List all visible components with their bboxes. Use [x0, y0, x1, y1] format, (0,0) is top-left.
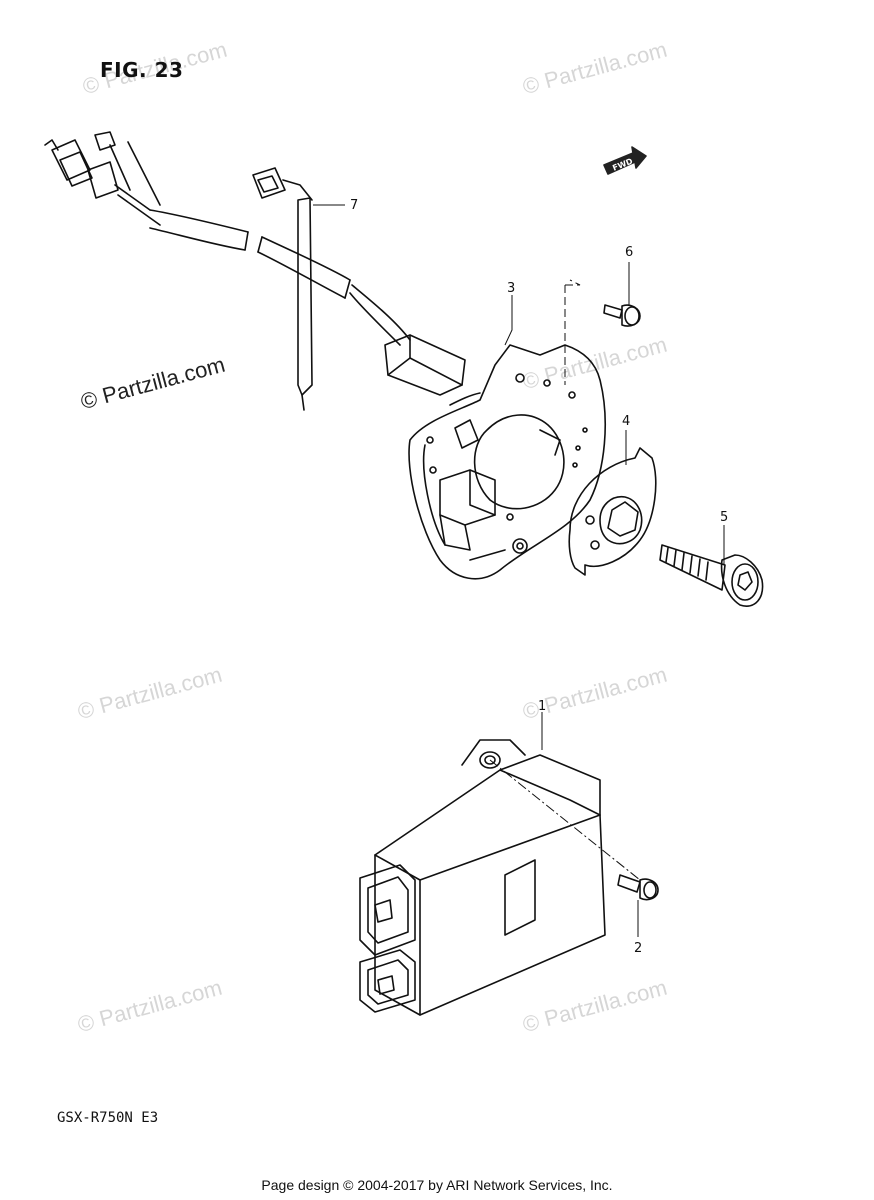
- wire-sleeve: [149, 209, 411, 346]
- harness-connector: [44, 131, 161, 226]
- part-5-bolt: [659, 544, 764, 607]
- callout-7: 7: [350, 198, 358, 213]
- fwd-arrow-icon: FWD: [603, 146, 647, 175]
- callout-2: 2: [634, 941, 642, 956]
- fwd-label: FWD: [611, 156, 634, 172]
- part-6-screw: [603, 304, 641, 327]
- footer-copyright: Page design © 2004-2017 by ARI Network S…: [261, 1177, 613, 1193]
- figure-title: FIG. 23: [100, 58, 184, 82]
- callout-6: 6: [625, 245, 633, 260]
- callout-1: 1: [538, 699, 546, 714]
- callout-5: 5: [720, 510, 728, 525]
- part-1-igniter-unit: [359, 739, 606, 1016]
- callout-4: 4: [622, 414, 630, 429]
- part-3-signal-generator: [384, 334, 606, 580]
- leader-lines: [313, 204, 725, 937]
- part-4-signal-rotor: [568, 447, 657, 576]
- part-2-bolt: [617, 874, 659, 901]
- model-code: GSX-R750N E3: [57, 1110, 159, 1126]
- callout-3: 3: [507, 281, 515, 296]
- part-7-connector: [252, 167, 313, 411]
